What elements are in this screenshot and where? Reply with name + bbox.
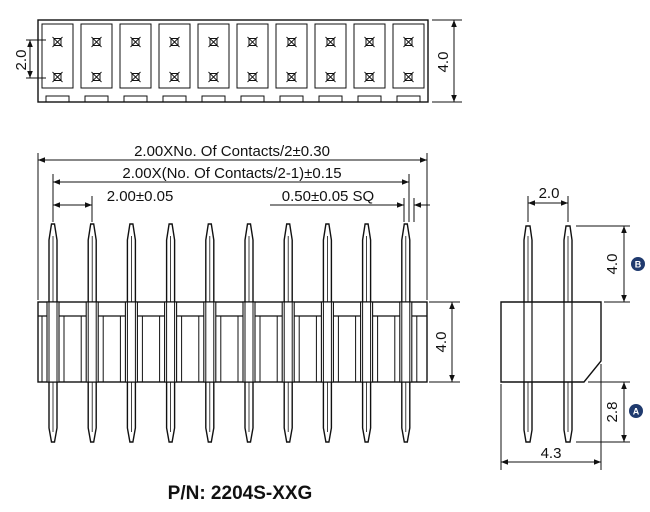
top-height-label: 4.0 — [435, 52, 452, 73]
marker-a-badge: A — [629, 404, 643, 418]
marker-b-badge: B — [631, 257, 645, 271]
contact-mark — [287, 73, 296, 81]
housing-slot — [80, 301, 104, 383]
contact-mark — [92, 38, 101, 46]
contact-mark — [287, 38, 296, 46]
contact-mark — [404, 73, 413, 81]
top-cell — [236, 23, 269, 102]
side-row-pitch-label: 2.0 — [539, 185, 560, 202]
svg-text:A: A — [633, 407, 640, 417]
top-cell — [197, 23, 230, 102]
contact-mark — [131, 73, 140, 81]
top-cell — [158, 23, 191, 102]
housing-slot — [41, 301, 65, 383]
front-body-height-label: 4.0 — [433, 332, 450, 353]
contact-mark — [326, 73, 335, 81]
top-view — [26, 19, 462, 103]
top-cell — [353, 23, 386, 102]
contact-mark — [248, 73, 257, 81]
contact-mark — [404, 38, 413, 46]
top-outline — [37, 19, 429, 103]
contact-mark — [131, 38, 140, 46]
overall-length-label: 2.00XNo. Of Contacts/2±0.30 — [134, 143, 330, 160]
top-view-contact-cells — [37, 19, 429, 103]
side-view — [500, 196, 630, 470]
housing-slot — [237, 301, 261, 383]
top-cell — [314, 23, 347, 102]
top-pitch-label: 2.0 — [13, 50, 30, 71]
top-cell — [41, 23, 74, 102]
contact-mark — [92, 73, 101, 81]
side-body-width-label: 4.3 — [541, 445, 562, 462]
top-cell — [275, 23, 308, 102]
housing-slot — [159, 301, 183, 383]
contact-mark — [365, 73, 374, 81]
housing-slot — [394, 301, 418, 383]
side-pin-length-label: 4.0 — [604, 254, 621, 275]
pin-square-label: 0.50±0.05 SQ — [282, 188, 374, 205]
contact-mark — [209, 38, 218, 46]
part-number: P/N: 2204S-XXG — [168, 483, 313, 504]
contact-mark — [170, 38, 179, 46]
contact-mark — [53, 38, 62, 46]
contact-mark — [365, 38, 374, 46]
contact-mark — [170, 73, 179, 81]
side-tail-length-label: 2.8 — [604, 402, 621, 423]
housing-slot — [119, 301, 143, 383]
top-cell — [80, 23, 113, 102]
contact-mark — [326, 38, 335, 46]
row-span-label: 2.00X(No. Of Contacts/2-1)±0.15 — [122, 165, 341, 182]
front-pitch-label: 2.00±0.05 — [107, 188, 174, 205]
housing-slot — [276, 301, 300, 383]
contact-mark — [248, 38, 257, 46]
housing-slot — [315, 301, 339, 383]
housing-slot — [198, 301, 222, 383]
top-cell — [119, 23, 152, 102]
contact-mark — [209, 73, 218, 81]
contact-mark — [53, 73, 62, 81]
svg-text:B: B — [635, 260, 642, 270]
front-housing-slots — [41, 301, 418, 383]
side-housing — [500, 301, 602, 383]
front-view — [37, 153, 460, 443]
top-cell — [392, 23, 425, 102]
housing-slot — [355, 301, 379, 383]
